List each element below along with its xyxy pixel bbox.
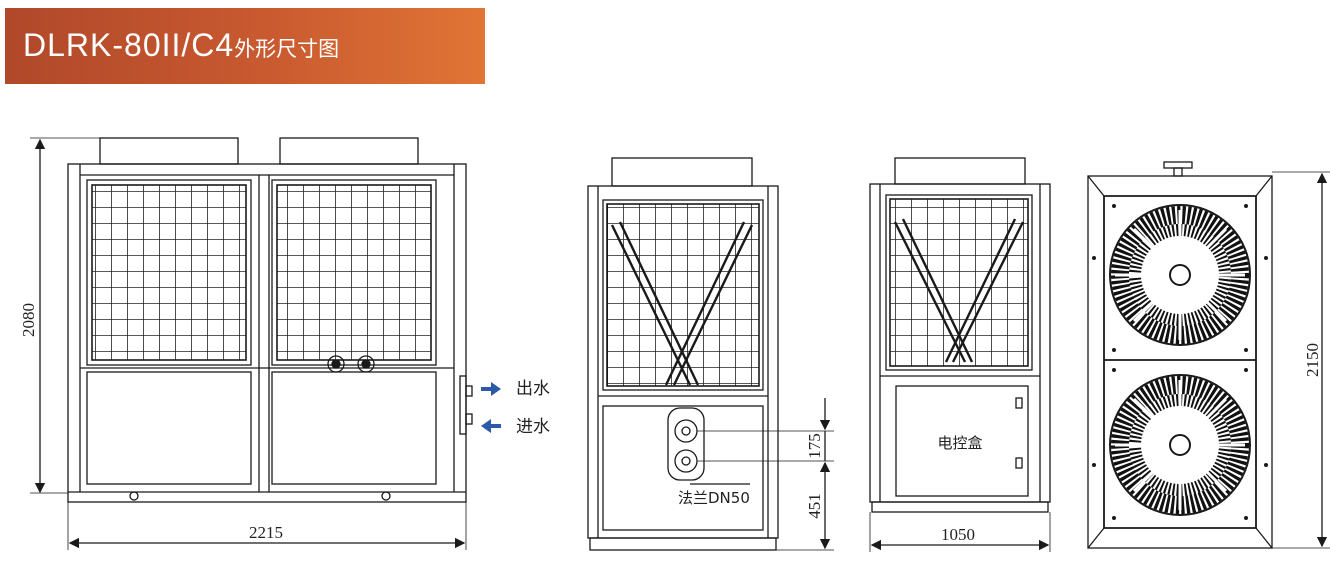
front-width-label: 2215 xyxy=(249,523,283,542)
water-in-arrow-icon xyxy=(481,419,501,433)
flange-label: 法兰DN50 xyxy=(678,489,750,507)
top-length-label: 2150 xyxy=(1303,343,1322,377)
control-box-label: 电控盒 xyxy=(937,434,982,452)
flange-upper-dim: 175 xyxy=(805,433,824,459)
page-title: DLRK-80II/C4外形尺寸图 xyxy=(23,27,339,64)
title-suffix: 外形尺寸图 xyxy=(234,37,340,61)
flange-lower-dim: 451 xyxy=(805,493,824,519)
side-view xyxy=(587,157,834,551)
water-in-label: 进水 xyxy=(516,417,550,437)
water-out-label: 出水 xyxy=(516,379,550,399)
front-view xyxy=(30,137,473,550)
top-view xyxy=(1087,161,1330,549)
title-banner: DLRK-80II/C4外形尺寸图 xyxy=(5,8,485,84)
model-name: DLRK-80II/C4 xyxy=(23,27,235,63)
end-view xyxy=(869,157,1051,552)
fan-bottom-icon xyxy=(1109,374,1251,516)
water-out-arrow-icon xyxy=(481,382,501,396)
side-width-label: 1050 xyxy=(941,525,975,544)
fan-top-icon xyxy=(1109,204,1251,346)
front-height-label: 2080 xyxy=(19,303,38,337)
